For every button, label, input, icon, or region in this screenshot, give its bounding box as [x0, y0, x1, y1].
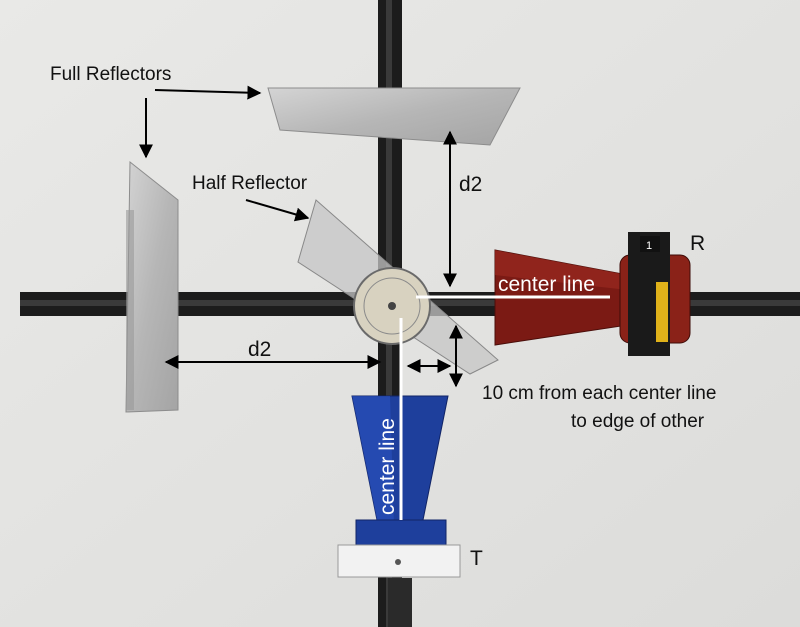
- arrow-to-half-reflector: [245, 199, 310, 222]
- receiver-center-line-label: center line: [498, 273, 595, 296]
- receiver-unit: 1: [619, 232, 691, 356]
- full-reflector-top: [267, 87, 521, 146]
- transmitter-unit: [337, 519, 461, 627]
- receiver-label: R: [690, 232, 706, 255]
- full-reflectors-label: Full Reflectors: [50, 64, 172, 85]
- d2-horizontal-label: d2: [248, 338, 272, 361]
- transmitter-center-line-label: center line: [376, 418, 399, 515]
- spacing-note-line1: 10 cm from each center line: [482, 383, 717, 404]
- spacing-note-line2: to edge of other: [571, 411, 705, 432]
- d2-vertical-label: d2: [459, 173, 483, 196]
- transmitter-label: T: [470, 547, 483, 570]
- annotation-arrows: [139, 85, 463, 388]
- half-reflector-label: Half Reflector: [192, 173, 308, 194]
- arrow-to-top-reflector: [154, 85, 262, 100]
- svg-text:1: 1: [646, 240, 652, 252]
